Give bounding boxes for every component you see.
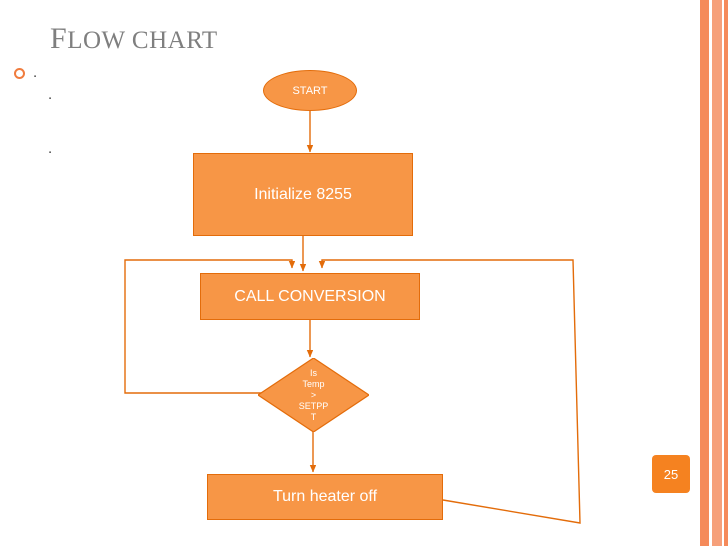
bullet-ring-icon — [14, 68, 25, 79]
right-stripe-1 — [700, 0, 709, 546]
right-stripe-5 — [724, 0, 728, 546]
decision-line-1: Is — [309, 367, 317, 378]
page-title-rest: LOW CHART — [67, 27, 218, 54]
decision-line-3: > — [310, 389, 317, 400]
flow-node-call-conversion-label: CALL CONVERSION — [234, 287, 386, 305]
decision-line-5: T — [310, 411, 317, 422]
page-title: FLOW CHART — [50, 22, 218, 56]
bullet-mark-2: . — [48, 86, 53, 103]
flow-node-start-label: START — [292, 84, 328, 97]
bullet-mark-3: . — [48, 140, 53, 157]
bullet-mark-1: . — [33, 64, 38, 81]
diamond-shape-icon — [258, 358, 369, 432]
right-stripe-4 — [722, 0, 724, 546]
right-stripe-3 — [712, 0, 722, 546]
flow-node-turn-heater-off[interactable]: Turn heater off — [207, 474, 443, 520]
page-number-badge: 25 — [652, 455, 690, 493]
flow-node-decision[interactable]: Is Temp > SETPP T — [258, 358, 369, 432]
decision-line-2: Temp — [302, 378, 325, 389]
decision-line-4: SETPP — [298, 400, 329, 411]
right-stripe-2 — [709, 0, 712, 546]
flow-node-call-conversion[interactable]: CALL CONVERSION — [200, 273, 420, 320]
flow-node-start[interactable]: START — [263, 70, 357, 111]
flow-node-initialize-label: Initialize 8255 — [254, 185, 352, 203]
flow-node-decision-label: Is Temp > SETPP T — [258, 358, 369, 432]
page-title-initial: F — [50, 22, 68, 55]
flow-node-initialize[interactable]: Initialize 8255 — [193, 153, 413, 236]
flow-node-turn-heater-off-label: Turn heater off — [272, 488, 378, 505]
